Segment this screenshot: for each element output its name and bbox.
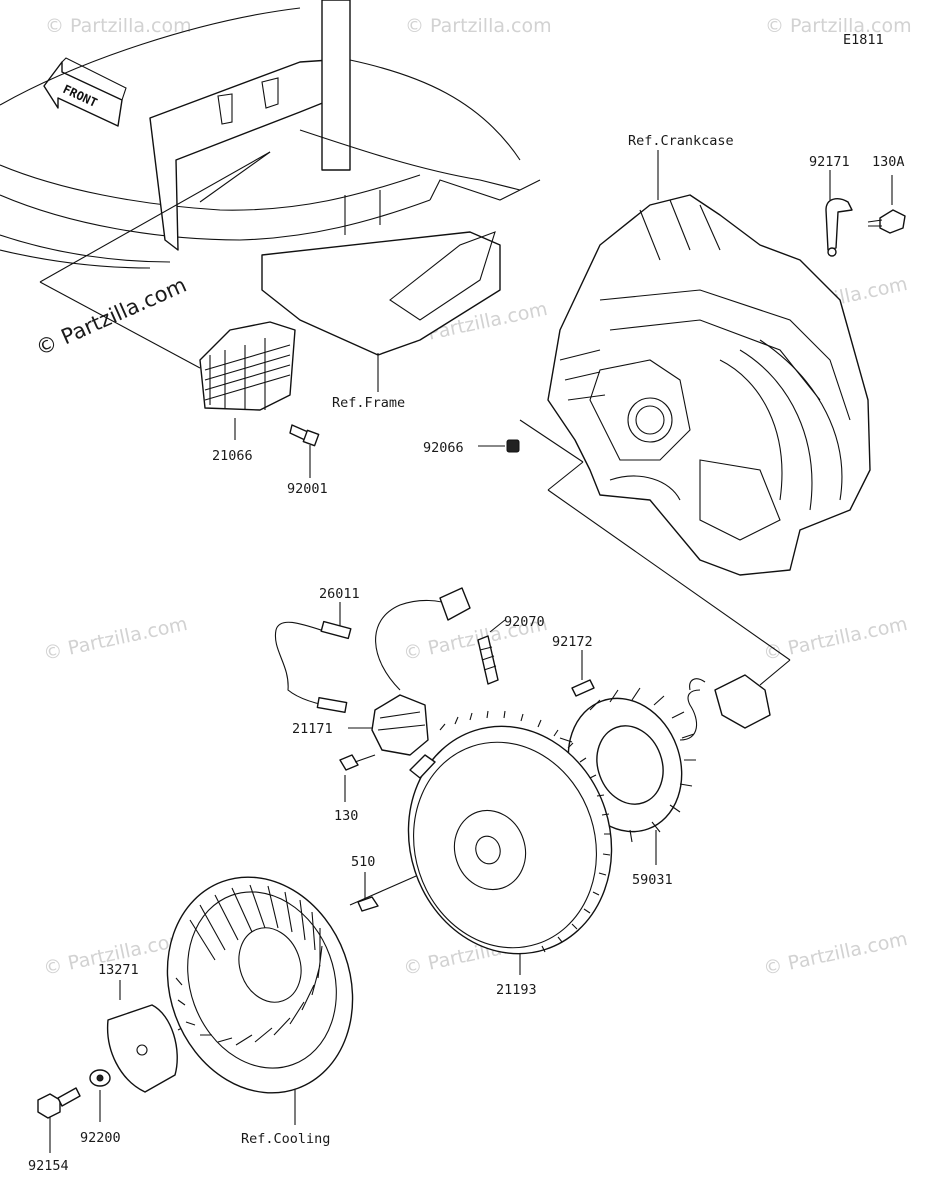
label-130: 130 bbox=[334, 808, 358, 824]
frame-drawing bbox=[0, 0, 541, 356]
label-92172: 92172 bbox=[552, 634, 593, 650]
label-92171: 92171 bbox=[809, 154, 850, 170]
label-21193: 21193 bbox=[496, 982, 537, 998]
plate-13271 bbox=[106, 1004, 178, 1093]
label-92001: 92001 bbox=[287, 481, 328, 497]
watermark: © Partzilla.com bbox=[45, 15, 192, 37]
plug-92066 bbox=[506, 439, 520, 453]
label-510: 510 bbox=[351, 854, 375, 870]
washer-92200 bbox=[89, 1069, 111, 1087]
watermark: © Partzilla.com bbox=[405, 15, 552, 37]
label-ref-frame: Ref.Frame bbox=[332, 395, 405, 411]
ignition-coil-21171 bbox=[371, 587, 471, 756]
clip-92171 bbox=[825, 198, 853, 257]
label-21171: 21171 bbox=[292, 721, 333, 737]
crankcase-drawing bbox=[547, 194, 871, 576]
watermark: © Partzilla.com bbox=[765, 15, 912, 37]
front-arrow-icon: FRONT bbox=[43, 57, 127, 127]
key-510 bbox=[357, 896, 379, 912]
spark-plug-92070 bbox=[477, 635, 499, 685]
regulator-part bbox=[199, 321, 296, 411]
label-130A: 130A bbox=[872, 154, 905, 170]
label-13271: 13271 bbox=[98, 962, 139, 978]
label-26011: 26011 bbox=[319, 586, 360, 602]
label-59031: 59031 bbox=[632, 872, 673, 888]
bolt-92001 bbox=[289, 424, 320, 447]
bolt-92154 bbox=[37, 1087, 81, 1119]
label-ref-crankcase: Ref.Crankcase bbox=[628, 133, 734, 149]
watermark: © Partzilla.com bbox=[761, 613, 909, 665]
cooling-fan bbox=[166, 876, 354, 1094]
copyright-notice: © Partzilla.com bbox=[32, 273, 190, 361]
sensor-26011 bbox=[274, 620, 352, 714]
bolt-92172 bbox=[571, 679, 595, 697]
watermark: © Partzilla.com bbox=[41, 613, 189, 665]
flywheel-21193 bbox=[407, 710, 613, 955]
label-ref-cooling: Ref.Cooling bbox=[241, 1131, 330, 1147]
bolt-130 bbox=[339, 754, 376, 771]
label-92066: 92066 bbox=[423, 440, 464, 456]
bolt-130A bbox=[867, 209, 906, 234]
label-92070: 92070 bbox=[504, 614, 545, 630]
label-92154: 92154 bbox=[28, 1158, 69, 1174]
diagram-code: E1811 bbox=[843, 32, 884, 48]
label-21066: 21066 bbox=[212, 448, 253, 464]
watermark: © Partzilla.com bbox=[761, 928, 909, 980]
label-92200: 92200 bbox=[80, 1130, 121, 1146]
